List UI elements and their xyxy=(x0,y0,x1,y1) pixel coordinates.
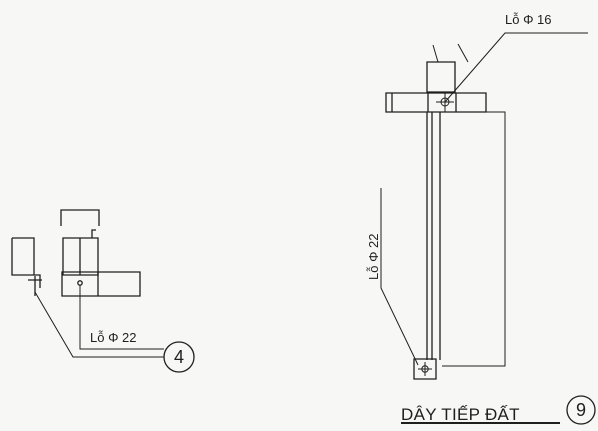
right-bottom-block xyxy=(413,358,437,380)
left-callout-number: 4 xyxy=(174,347,184,367)
right-title: DÂY TIẾP ĐẤT xyxy=(401,405,520,424)
left-top-hook-bracket xyxy=(60,209,100,226)
right-bottom-hole-mark xyxy=(421,365,429,373)
right-bottom-hole-cross xyxy=(418,362,432,376)
right-top-leader-line xyxy=(444,32,588,103)
left-vertical-block xyxy=(62,229,99,276)
left-horizontal-block xyxy=(61,271,141,297)
left-hole-label: Lỗ Φ 22 xyxy=(90,330,137,345)
right-top-hole-mark xyxy=(440,97,450,107)
right-side-leader-line xyxy=(380,188,419,366)
right-ground-wire-return xyxy=(442,111,506,367)
right-top-top-lines xyxy=(432,43,469,63)
right-detail-drawing: Lỗ Φ 16 Lỗ Φ 22 DÂY TIẾP ĐẤT 9 xyxy=(366,12,596,425)
right-callout-circle xyxy=(566,395,596,425)
left-leader-line-b xyxy=(79,285,164,350)
left-hole-mark xyxy=(77,280,83,286)
right-top-clamp xyxy=(426,61,456,93)
right-top-hole-label: Lỗ Φ 16 xyxy=(505,12,552,27)
left-leader-line-a xyxy=(34,291,164,358)
right-top-hole-cross xyxy=(436,93,454,112)
left-callout-circle xyxy=(163,341,195,373)
right-side-hole-label: Lỗ Φ 22 xyxy=(366,233,381,280)
left-detail-drawing: Lỗ Φ 22 4 xyxy=(11,209,195,373)
right-ground-wire xyxy=(426,112,441,360)
left-small-bracket xyxy=(11,237,41,288)
right-callout-number: 9 xyxy=(576,400,586,420)
